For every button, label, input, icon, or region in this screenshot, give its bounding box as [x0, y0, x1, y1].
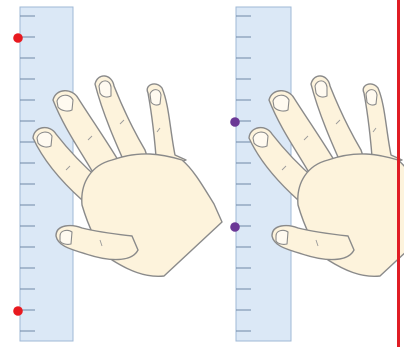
right-bottom-marker-dot	[230, 222, 240, 232]
left-top-marker-dot	[13, 33, 23, 43]
right-edge-border	[397, 0, 400, 347]
left-panel	[13, 7, 222, 341]
right-top-marker-dot	[230, 117, 240, 127]
right-panel	[230, 7, 404, 341]
left-bottom-marker-dot	[13, 306, 23, 316]
